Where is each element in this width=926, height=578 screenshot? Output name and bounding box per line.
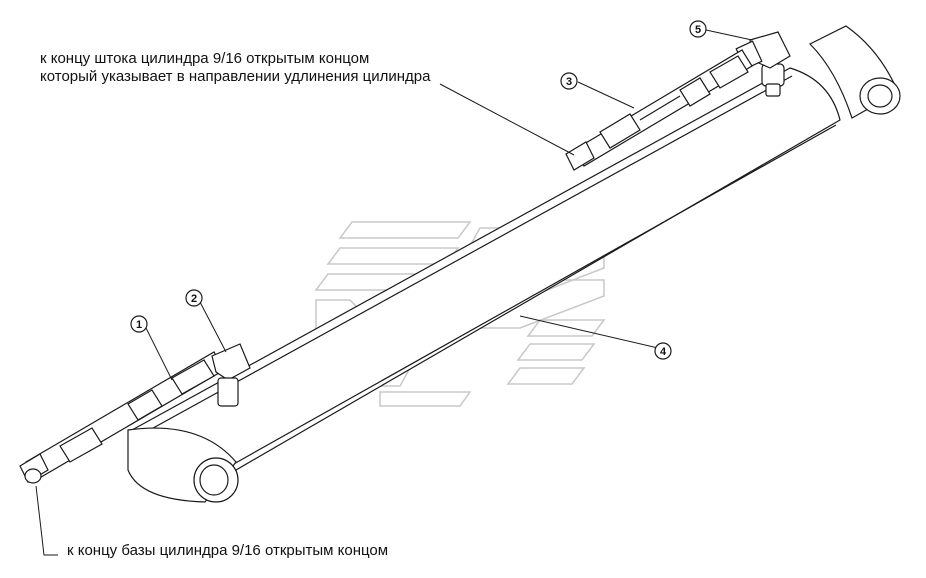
hose-1 — [19, 351, 225, 484]
callout-5: 5 — [689, 20, 707, 38]
rod-end-port — [761, 63, 785, 97]
callout-4: 4 — [654, 342, 672, 360]
rod-end-eye — [808, 25, 901, 119]
hose-3 — [565, 49, 753, 171]
leader-lines — [35, 29, 753, 556]
cylinder-barrel — [131, 67, 841, 471]
svg-text:3: 3 — [566, 76, 572, 88]
rod-end-note-line1: к концу штока цилиндра 9/16 открытым кон… — [40, 50, 370, 67]
elbow-fitting-5 — [735, 31, 791, 70]
callout-1: 1 — [130, 315, 148, 333]
base-end-note: к концу базы цилиндра 9/16 открытым конц… — [67, 542, 389, 559]
base-end-eye — [127, 427, 239, 503]
svg-text:5: 5 — [695, 24, 701, 36]
rod-end-note-line2: который указывает в направлении удлинени… — [40, 68, 431, 85]
callout-2: 2 — [185, 289, 203, 307]
svg-text:4: 4 — [660, 346, 667, 358]
callout-3: 3 — [560, 72, 578, 90]
svg-text:1: 1 — [136, 319, 142, 331]
svg-text:2: 2 — [191, 293, 197, 305]
elbow-fitting-2 — [211, 343, 251, 407]
